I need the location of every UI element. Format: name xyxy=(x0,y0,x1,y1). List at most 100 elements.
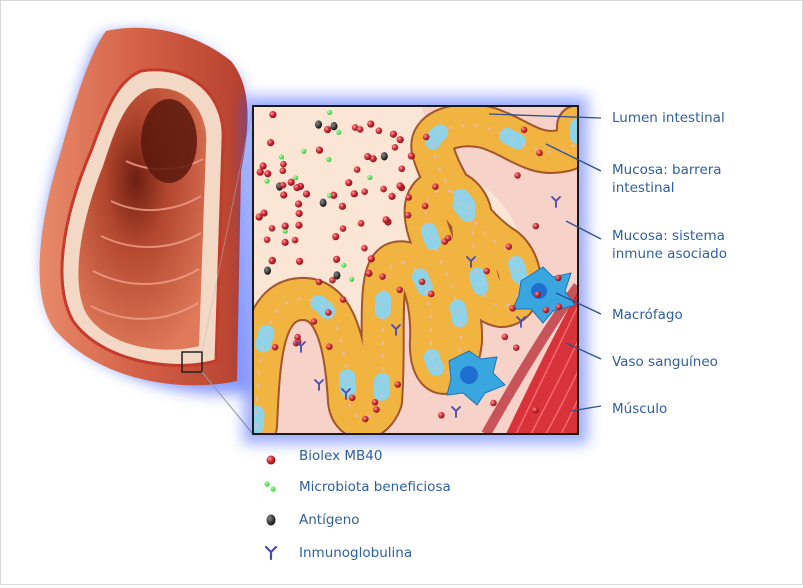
red-sphere xyxy=(388,193,395,200)
red-sphere xyxy=(269,225,276,232)
red-sphere xyxy=(269,257,276,264)
red-sphere-icon xyxy=(267,456,276,465)
red-sphere xyxy=(349,395,356,402)
red-sphere xyxy=(506,243,513,250)
red-sphere xyxy=(260,209,267,216)
green-microbe xyxy=(367,175,372,180)
label-lumen: Lumen intestinal xyxy=(612,110,725,126)
red-sphere xyxy=(332,233,339,240)
red-sphere xyxy=(264,170,271,177)
red-sphere xyxy=(392,144,399,151)
red-sphere xyxy=(380,186,387,193)
label-muscle: Músculo xyxy=(612,401,667,417)
red-sphere xyxy=(362,416,369,423)
green-microbe xyxy=(326,157,331,162)
legend-label-antigen: Antígeno xyxy=(299,512,360,528)
black-blob-icon xyxy=(267,515,276,526)
red-sphere xyxy=(521,127,528,134)
intestine-tube-illustration xyxy=(40,28,253,434)
red-sphere xyxy=(316,279,323,286)
red-sphere xyxy=(405,212,412,219)
red-sphere xyxy=(490,400,497,407)
red-sphere xyxy=(373,406,380,413)
red-sphere xyxy=(303,190,310,197)
red-sphere xyxy=(513,344,520,351)
red-sphere xyxy=(331,192,338,199)
red-sphere xyxy=(543,307,550,314)
red-sphere xyxy=(361,188,368,195)
legend-item-immunoglobulin: Inmunoglobulina xyxy=(266,545,412,561)
red-sphere xyxy=(555,275,562,282)
red-sphere xyxy=(340,296,347,303)
red-sphere xyxy=(372,399,379,406)
red-sphere xyxy=(354,166,361,173)
red-sphere xyxy=(422,203,429,210)
red-sphere xyxy=(361,245,368,252)
red-sphere xyxy=(292,237,299,244)
red-sphere xyxy=(351,190,358,197)
legend-label-microbiota: Microbiota beneficiosa xyxy=(299,479,451,495)
red-sphere xyxy=(293,184,300,191)
red-sphere xyxy=(397,136,404,143)
green-microbe xyxy=(293,175,298,180)
red-sphere xyxy=(536,150,543,157)
red-sphere xyxy=(325,309,332,316)
red-sphere xyxy=(390,131,397,138)
y-antibody-icon xyxy=(266,547,276,559)
red-sphere xyxy=(483,268,490,275)
red-sphere xyxy=(357,126,364,133)
red-sphere xyxy=(398,165,405,172)
red-sphere xyxy=(311,318,318,325)
red-sphere xyxy=(282,239,289,246)
green-microbe xyxy=(301,149,306,154)
red-sphere xyxy=(282,222,289,229)
red-sphere xyxy=(269,111,276,118)
red-sphere xyxy=(257,169,264,176)
red-sphere xyxy=(316,147,323,154)
red-sphere xyxy=(438,412,445,419)
antigen-blob xyxy=(330,122,337,130)
red-sphere xyxy=(340,225,347,232)
red-sphere xyxy=(532,407,539,414)
red-sphere xyxy=(295,200,302,207)
red-sphere xyxy=(533,223,540,230)
red-sphere xyxy=(396,286,403,293)
red-sphere xyxy=(296,210,303,217)
green-microbe xyxy=(341,262,346,267)
red-sphere xyxy=(295,222,302,229)
red-sphere xyxy=(264,236,271,243)
red-sphere xyxy=(339,203,346,210)
red-sphere xyxy=(502,334,509,341)
red-sphere xyxy=(267,139,274,146)
red-sphere xyxy=(514,172,521,179)
green-microbe xyxy=(265,178,270,183)
red-sphere xyxy=(324,126,331,133)
red-sphere xyxy=(423,134,430,141)
red-sphere xyxy=(428,291,435,298)
legend-label-biolex: Biolex MB40 xyxy=(299,448,382,464)
red-sphere xyxy=(367,120,374,127)
legend-label-immunoglobulin: Inmunoglobulina xyxy=(299,545,412,561)
red-sphere xyxy=(280,191,287,198)
label-mucosa-barrier-1: Mucosa: barrera xyxy=(612,162,722,178)
antigen-blob xyxy=(381,152,388,160)
label-macrophage: Macrófago xyxy=(612,307,683,323)
green-microbe xyxy=(349,277,354,282)
mucosa-detail-box xyxy=(243,96,588,444)
green-microbe xyxy=(279,154,284,159)
green-dots-icon xyxy=(264,481,275,491)
red-sphere xyxy=(382,216,389,223)
red-sphere xyxy=(419,278,426,285)
red-sphere xyxy=(294,334,301,341)
red-sphere xyxy=(509,305,516,312)
legend-item-biolex: Biolex MB40 xyxy=(267,448,383,465)
label-mucosa-immune-1: Mucosa: sistema xyxy=(612,228,725,244)
structure-labels: Lumen intestinal Mucosa: barrera intesti… xyxy=(612,110,727,417)
red-sphere xyxy=(396,182,403,189)
red-sphere xyxy=(364,153,371,160)
red-sphere xyxy=(394,381,401,388)
antigen-blob xyxy=(264,266,271,274)
red-sphere xyxy=(333,256,340,263)
